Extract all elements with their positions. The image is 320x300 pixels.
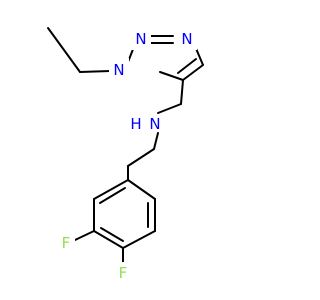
bond-ring-6 [127,179,156,200]
atom-nh: N H [126,106,161,134]
bond-nh-ch2 [153,132,159,150]
atom-n2-label: N [135,30,146,48]
molecule-structure: N N N N H F F [47,27,204,284]
bond-ring-3-inner [100,227,124,242]
atom-n3-label: N [181,30,192,48]
bond-c5-n1 [159,71,184,81]
bond-ethyl-ch2-n1 [79,70,111,73]
atom-f2-label: F [119,264,128,282]
bond-ch2-ch2 [127,148,155,167]
atom-n1-label: N [113,61,124,79]
bond-ring-1 [93,179,129,200]
bond-ring-1-inner [99,187,126,204]
bond-c-f1 [74,230,95,241]
atom-n1: N [109,58,129,80]
atom-f1-label: F [62,234,71,252]
bond-ring-4 [122,230,156,249]
bond-c5-ch2 [180,79,184,105]
bond-ring-3 [93,230,124,249]
atom-f1: F [57,233,75,255]
atom-labels: N N N N H F F [57,28,197,284]
atom-n2: N [131,28,151,50]
bond-ch2-nh [157,103,182,114]
bond-c4-c5-double-b [177,58,197,74]
atom-nh-hydrogen-label: H [130,115,141,133]
bond-c4-c5-double-a [182,64,204,81]
atom-nh-label: N [149,115,160,133]
atom-f2: F [114,262,132,284]
atom-n3: N [177,28,197,50]
bond-ethyl-ch3-ch2 [47,27,81,73]
